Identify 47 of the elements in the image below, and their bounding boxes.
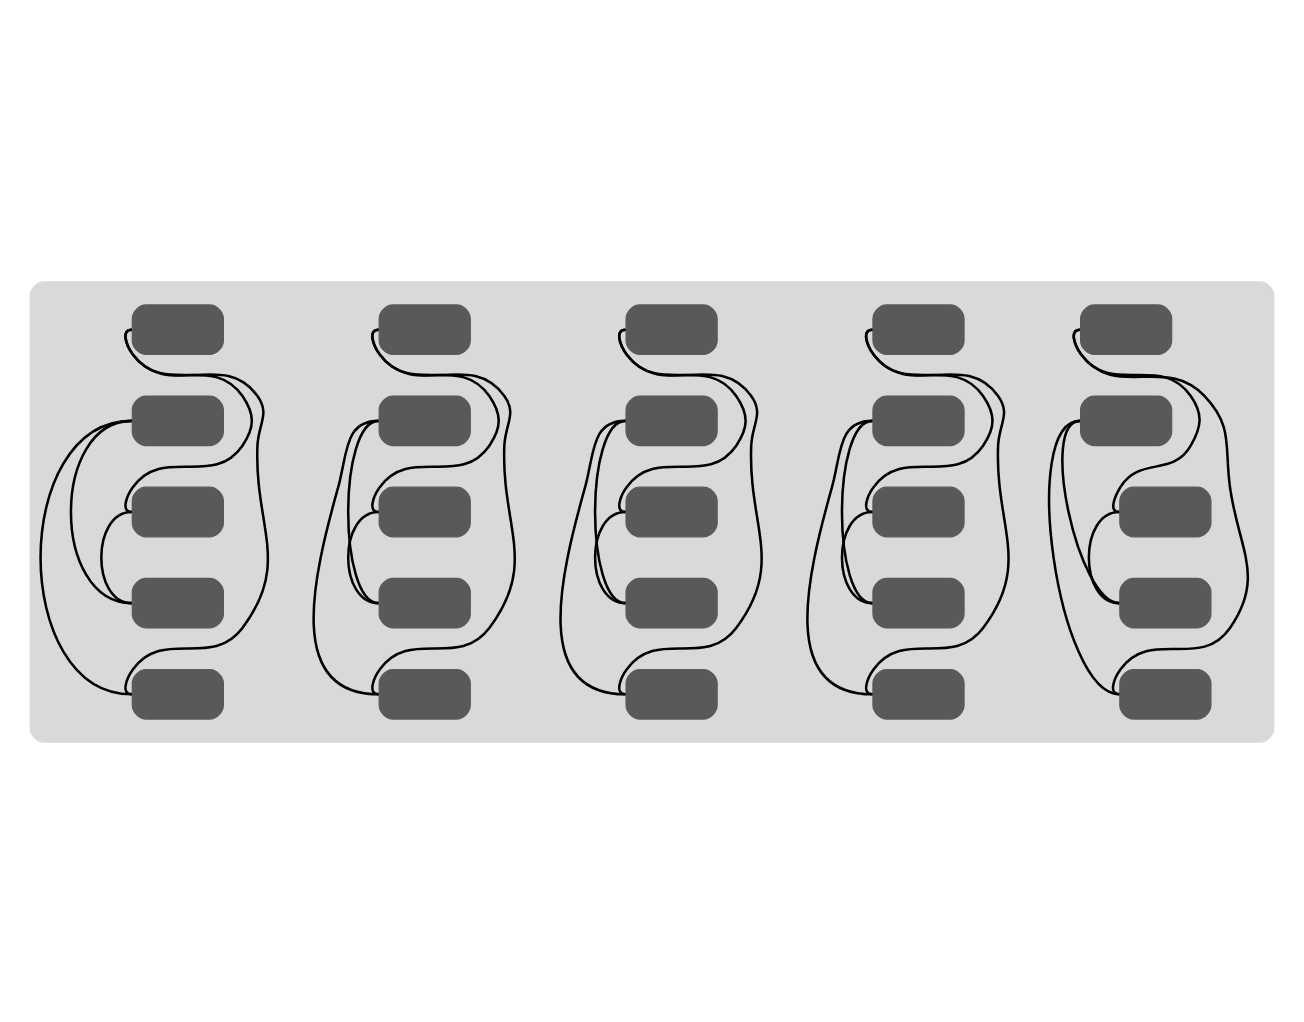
node-box (872, 667, 965, 719)
node-box (131, 485, 224, 537)
connector (1048, 418, 1120, 695)
connector (69, 418, 132, 604)
node-box (378, 485, 471, 537)
connector (593, 418, 626, 604)
node-box (1119, 485, 1212, 537)
connector (346, 418, 380, 604)
node-box (872, 303, 965, 355)
node-box (625, 394, 718, 446)
node-box (131, 303, 224, 355)
connector (1072, 327, 1201, 513)
node-box (131, 667, 224, 719)
node-box (625, 667, 718, 719)
connector (39, 418, 132, 695)
cluster (29, 280, 1275, 742)
node-box (1119, 576, 1212, 628)
connector (806, 418, 873, 695)
node-box (378, 303, 471, 355)
connector (864, 327, 1010, 695)
node-box (872, 485, 965, 537)
node-box (378, 667, 471, 719)
node-box (872, 576, 965, 628)
connector (1061, 418, 1120, 604)
connector (124, 327, 270, 695)
connector (347, 509, 379, 604)
node-box (131, 576, 224, 628)
node-box (872, 394, 965, 446)
connector (100, 509, 132, 604)
node-box (625, 576, 718, 628)
node-box (1119, 667, 1212, 719)
connector (618, 327, 763, 695)
connector (840, 509, 873, 604)
node-box (1080, 394, 1173, 446)
node-box (378, 576, 471, 628)
connector (371, 327, 516, 695)
connector (559, 418, 626, 695)
node-box (378, 394, 471, 446)
connector (1087, 509, 1120, 604)
node-box (625, 485, 718, 537)
node-box (131, 394, 224, 446)
connector (1072, 327, 1249, 695)
connector (840, 418, 873, 604)
node-box (625, 303, 718, 355)
connector (312, 418, 379, 695)
connector (593, 509, 626, 604)
node-box (1080, 303, 1173, 355)
